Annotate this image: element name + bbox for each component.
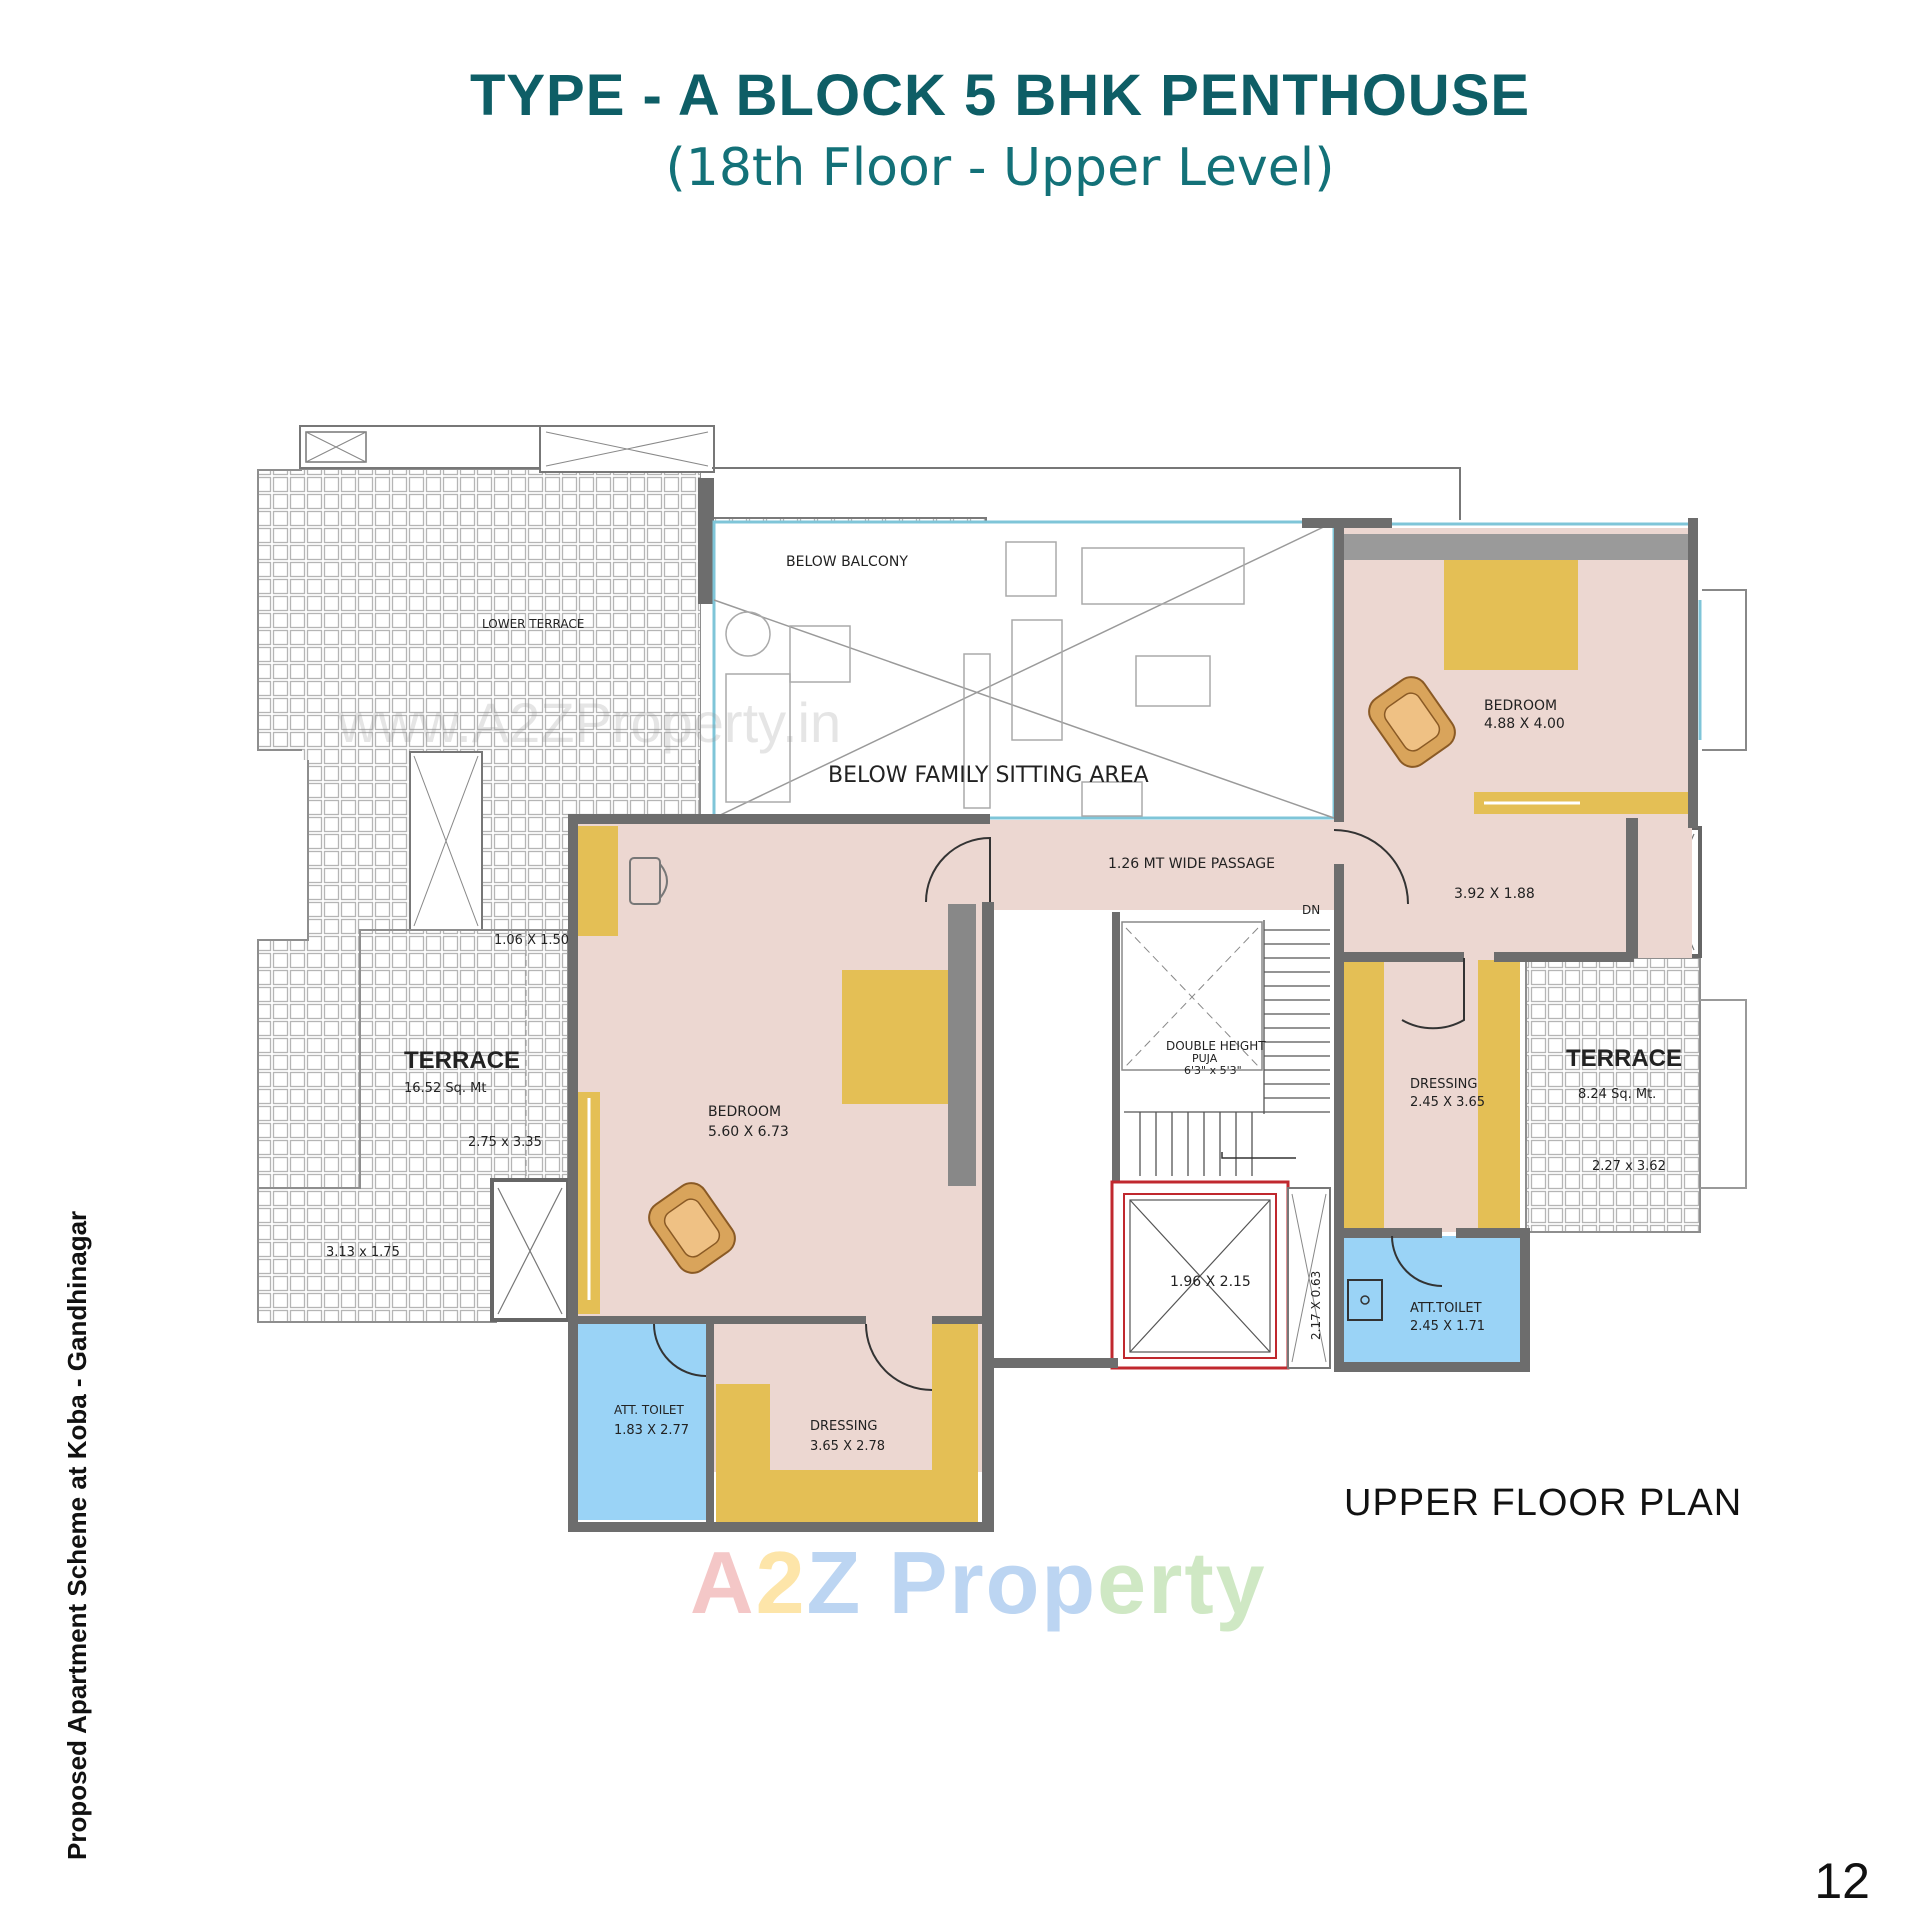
puja-size: 6'3" x 5'3" — [1184, 1064, 1242, 1077]
terrace-left-area: 16.52 Sq. Mt — [404, 1081, 486, 1096]
stair-dn-label: DN — [1302, 903, 1320, 917]
terrace-left-area — [257, 929, 570, 1323]
walls — [568, 518, 1698, 1532]
desk-chair — [629, 857, 668, 905]
terrace-left-label: TERRACE — [404, 1047, 520, 1074]
terrace-left-dim3: 3.13 x 1.75 — [326, 1245, 400, 1260]
watermark-part-3: Z Prop — [806, 1533, 1098, 1632]
terrace-right-area: 8.24 Sq. Mt. — [1578, 1087, 1656, 1102]
wardrobe-slots — [587, 801, 1580, 1300]
dressing-right-label: DRESSING — [1410, 1077, 1477, 1092]
lift-size: 1.96 X 2.15 — [1170, 1274, 1251, 1290]
dressing-left-label: DRESSING — [810, 1419, 877, 1434]
bedroom-right-size: 4.88 X 4.00 — [1484, 716, 1565, 732]
puja-and-stair-area — [1112, 912, 1330, 1182]
terrace-left-dim2: 1.06 X 1.50 — [494, 933, 569, 948]
page-title: TYPE - A BLOCK 5 BHK PENTHOUSE — [469, 63, 1531, 128]
puja-label-2: PUJA — [1192, 1052, 1218, 1065]
watermark-part-2: 2 — [755, 1533, 807, 1632]
side-caption: Proposed Apartment Scheme at Koba - Gand… — [62, 1210, 92, 1860]
bedroom-left-label: BEDROOM — [708, 1104, 781, 1120]
toilets — [578, 1236, 1520, 1520]
dressing-right-size: 2.45 X 3.65 — [1410, 1095, 1485, 1110]
watermark-part-1: A — [690, 1533, 756, 1632]
below-family-sitting-label: BELOW FAMILY SITTING AREA — [828, 763, 1149, 788]
lower-terrace-label: LOWER TERRACE — [482, 617, 584, 631]
dressing-left-size: 3.65 X 2.78 — [810, 1439, 885, 1454]
toilet-left-size: 1.83 X 2.77 — [614, 1423, 689, 1438]
toilet-right-label: ATT.TOILET — [1410, 1301, 1482, 1316]
brand-watermark: A2Z Property — [690, 1532, 1267, 1634]
passage-label: 1.26 MT WIDE PASSAGE — [1108, 856, 1275, 872]
service-duct — [1287, 1187, 1331, 1369]
doors — [653, 829, 1465, 1391]
page-subtitle: (18th Floor - Upper Level) — [665, 138, 1335, 198]
plan-caption: UPPER FLOOR PLAN — [1344, 1482, 1743, 1524]
terrace-right-label: TERRACE — [1566, 1045, 1682, 1072]
armchair-right — [1368, 676, 1456, 768]
url-watermark: www.A2ZProperty.in — [338, 691, 842, 754]
bedroom-right-label: BEDROOM — [1484, 698, 1557, 714]
bedroom-left-size: 5.60 X 6.73 — [708, 1124, 789, 1140]
lower-terrace-area — [257, 425, 715, 1189]
toilet-left-label: ATT. TOILET — [614, 1403, 685, 1417]
puja-label-1: DOUBLE HEIGHT — [1166, 1039, 1266, 1053]
below-balcony-label: BELOW BALCONY — [786, 554, 908, 570]
terrace-right-dim: 2.27 x 3.62 — [1592, 1159, 1666, 1174]
duct-size: 2.17 X 0.63 — [1309, 1271, 1323, 1340]
below-family-sitting-area — [712, 520, 1336, 820]
terrace-left-dim: 2.75 x 3.35 — [468, 1135, 542, 1150]
toilet-right-size: 2.45 X 1.71 — [1410, 1319, 1485, 1334]
bedroom-right-lobby-size: 3.92 X 1.88 — [1454, 886, 1535, 902]
watermark-part-4: erty — [1097, 1533, 1267, 1632]
armchair-left — [648, 1182, 736, 1274]
page-number: 12 — [1814, 1853, 1870, 1909]
